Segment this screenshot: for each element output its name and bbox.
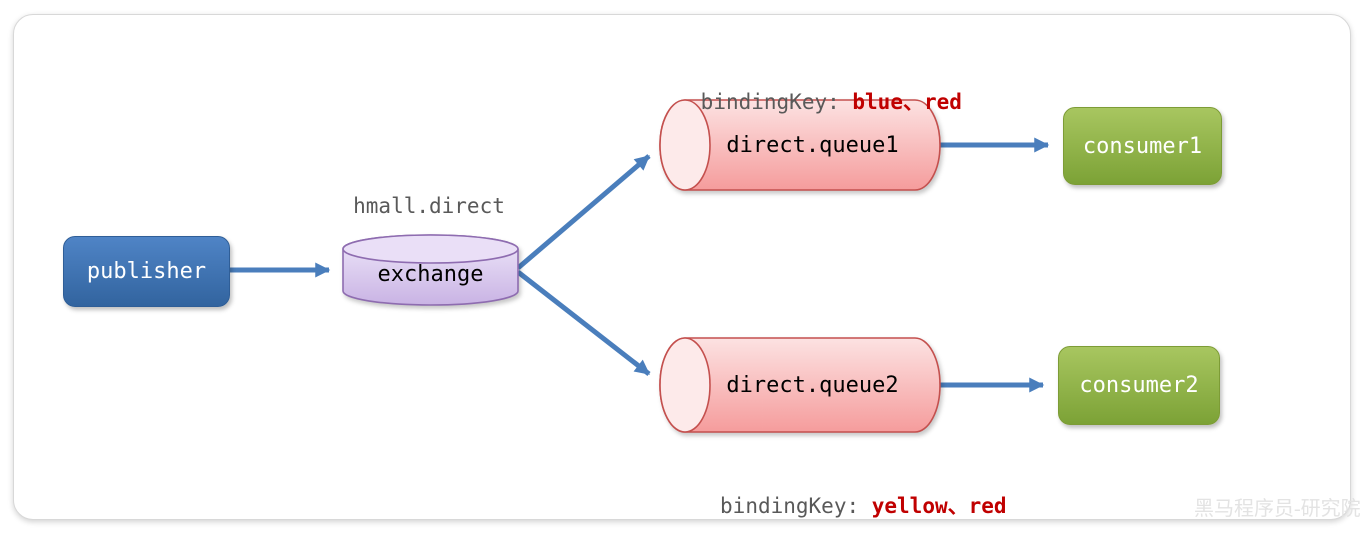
queue2-cylinder-cap: [659, 337, 711, 433]
diagram-card-background: [13, 14, 1351, 520]
consumer2-label: consumer2: [1079, 373, 1199, 398]
binding-key-top: bindingKey: blue、red: [606, 62, 1006, 140]
watermark-text: 黑马程序员-研究院: [1194, 498, 1361, 520]
queue1-cylinder: [659, 99, 941, 191]
binding-key-top-prefix: bindingKey:: [700, 90, 853, 114]
consumer1-node: consumer1: [1063, 107, 1222, 185]
arrows: [228, 137, 1050, 393]
binding-key-bottom-keys: yellow、red: [871, 494, 1007, 518]
binding-key-bottom-prefix: bindingKey:: [720, 494, 872, 518]
binding-key-top-keys: blue、red: [852, 90, 962, 114]
consumer1-label: consumer1: [1082, 133, 1203, 159]
queue2-cylinder: [659, 337, 941, 433]
exchange-caption: hmall.direct: [353, 194, 505, 218]
queue1-cylinder-cap: [659, 99, 711, 191]
exchange-cylinder-top: [342, 234, 519, 264]
arrow-exchange-to-queue1: [516, 154, 651, 270]
consumer2-node: consumer2: [1058, 346, 1220, 425]
exchange-cylinder: [342, 234, 519, 306]
publisher-label: publisher: [86, 259, 207, 284]
publisher-node: publisher: [63, 236, 230, 307]
arrow-exchange-to-queue2: [516, 270, 651, 376]
binding-key-bottom: bindingKey: yellow、red: [638, 466, 1038, 533]
